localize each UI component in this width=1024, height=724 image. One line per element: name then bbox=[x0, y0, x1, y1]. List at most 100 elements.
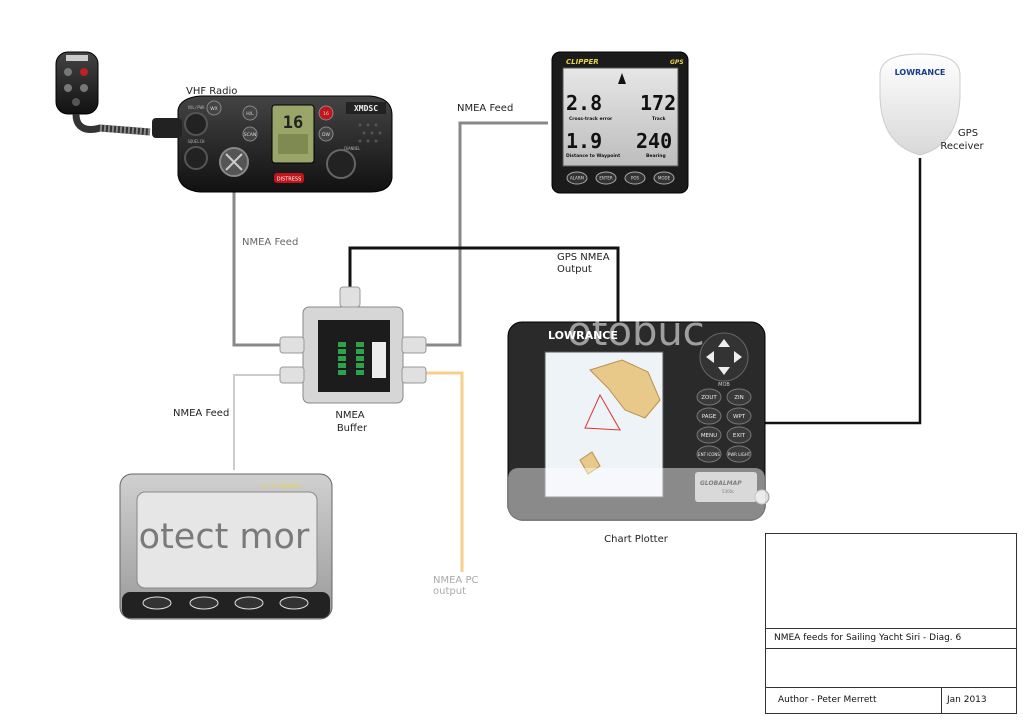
plotter-button[interactable] bbox=[726, 426, 752, 444]
pc-output-label-line2: output bbox=[433, 586, 466, 597]
gps-output-label-line1: GPS NMEA bbox=[557, 252, 610, 263]
cable-gland-left-top bbox=[279, 336, 305, 354]
radar-soft-key-1[interactable] bbox=[142, 596, 172, 610]
cable-gps-to-plotter bbox=[765, 158, 922, 425]
radar-button-bar bbox=[122, 592, 330, 618]
instrument-lcd bbox=[562, 67, 679, 167]
title-block: NMEA feeds for Sailing Yacht Siri - Diag… bbox=[765, 533, 1017, 714]
channel-knob-label: CHANNEL bbox=[344, 146, 361, 151]
cable-radar-to-buffer bbox=[233, 374, 300, 470]
instrument-button[interactable] bbox=[624, 171, 646, 185]
channel-knob-icon[interactable] bbox=[326, 149, 356, 179]
gps-output-label-line2: Output bbox=[557, 264, 592, 275]
plotter-button[interactable] bbox=[696, 388, 722, 406]
bearing-value: 240 bbox=[636, 129, 672, 153]
cord-coils-icon bbox=[99, 124, 151, 136]
pc-output-label-line1: NMEA PC bbox=[433, 575, 478, 586]
land-mass-icon bbox=[589, 359, 661, 419]
cable-plotter-to-buffer bbox=[348, 246, 620, 322]
island-icon bbox=[579, 451, 601, 475]
radar-watermark: otect mor bbox=[139, 517, 310, 557]
plotter-button-label: EXIT bbox=[733, 433, 746, 439]
cable-gland-left-bottom bbox=[279, 366, 305, 384]
instrument-feed-label: NMEA Feed bbox=[457, 103, 513, 114]
heading-pointer-icon bbox=[618, 73, 626, 84]
plotter-button[interactable] bbox=[696, 407, 722, 425]
vhf-button-label: WX bbox=[210, 106, 218, 112]
drawing-title: NMEA feeds for Sailing Yacht Siri - Diag… bbox=[766, 628, 1016, 649]
ais-radar: A.I.S. RADAR otect mor bbox=[119, 473, 333, 620]
chart-plotter-label: Chart Plotter bbox=[604, 534, 669, 545]
vhf-button-label: SCAN bbox=[244, 132, 256, 138]
plotter-direction-pad-icon[interactable] bbox=[699, 332, 749, 382]
radar-feed-label: NMEA Feed bbox=[173, 408, 229, 419]
plotter-button[interactable] bbox=[726, 388, 752, 406]
gps-receiver-label-line2: Receiver bbox=[940, 141, 984, 152]
plotter-model-sub: 5300c bbox=[722, 489, 734, 494]
plotter-card-slot-knob-icon[interactable] bbox=[754, 489, 770, 505]
plotter-button[interactable] bbox=[726, 407, 752, 425]
vhf-button[interactable] bbox=[318, 126, 334, 142]
vhf-button-label: 16 bbox=[323, 111, 329, 117]
gps-instrument: CLIPPER GPS 2.8 Cross-track error 172 Tr… bbox=[551, 51, 689, 194]
handset-key-icon bbox=[64, 84, 72, 92]
nmea-buffer: NMEA Buffer bbox=[279, 286, 427, 434]
squelch-knob-icon[interactable] bbox=[184, 146, 208, 170]
vhf-button[interactable] bbox=[206, 100, 222, 116]
xte-value: 2.8 bbox=[566, 91, 602, 115]
plotter-button-label: WPT bbox=[733, 414, 746, 420]
radar-soft-key-4[interactable] bbox=[279, 596, 309, 610]
connection-labels: NMEA Feed NMEA Feed NMEA Feed GPS NMEA O… bbox=[173, 103, 610, 597]
dtw-value: 1.9 bbox=[566, 129, 602, 153]
instrument-button-label: ENTER bbox=[599, 176, 612, 181]
bearing-label: Bearing bbox=[646, 153, 666, 159]
plotter-button[interactable] bbox=[696, 445, 722, 463]
distress-button[interactable] bbox=[274, 173, 304, 183]
instrument-button-label: MODE bbox=[658, 176, 671, 181]
title-block-notes-area bbox=[766, 649, 1016, 688]
instrument-button[interactable] bbox=[595, 171, 617, 185]
vhf-mount-bracket bbox=[152, 118, 182, 138]
plotter-button-label: ZOUT bbox=[701, 395, 717, 401]
radar-soft-key-2[interactable] bbox=[189, 596, 219, 610]
plotter-button-label: ZIN bbox=[734, 395, 744, 401]
vhf-radio-label: VHF Radio bbox=[186, 86, 237, 97]
cable-instrument-to-buffer bbox=[420, 121, 548, 347]
vhf-button[interactable] bbox=[318, 105, 334, 121]
plotter-button-label: ENT ICONS bbox=[698, 452, 720, 457]
plotter-watermark: otobuc bbox=[567, 309, 704, 355]
instrument-button[interactable] bbox=[566, 171, 588, 185]
xte-label: Cross-track error bbox=[569, 116, 613, 122]
arrow-keys-icon bbox=[706, 339, 742, 375]
plotter-lower-veil bbox=[508, 468, 765, 520]
vhf-brand: XMDSC bbox=[354, 104, 378, 113]
handset-key-icon bbox=[80, 84, 88, 92]
handset-label-plate bbox=[66, 55, 88, 61]
radar-screen bbox=[136, 491, 318, 589]
vhf-button[interactable] bbox=[242, 105, 258, 121]
cable-radio-to-buffer bbox=[232, 192, 300, 347]
drawing-date: Jan 2013 bbox=[947, 695, 987, 705]
handset-key-icon bbox=[80, 68, 88, 76]
plotter-button[interactable] bbox=[726, 445, 752, 463]
radar-soft-key-3[interactable] bbox=[234, 596, 264, 610]
cable-gland-right-top bbox=[401, 336, 427, 354]
volume-knob-icon[interactable] bbox=[184, 112, 208, 136]
cable-pc-output bbox=[420, 371, 464, 572]
vhf-button[interactable] bbox=[242, 126, 258, 142]
drawing-author: Author - Peter Merrett bbox=[766, 687, 942, 714]
instrument-button[interactable] bbox=[653, 171, 675, 185]
instrument-button-label: POS bbox=[631, 176, 640, 181]
vhf-button-label: H/L bbox=[246, 111, 254, 117]
buffer-terminal-block-icon bbox=[338, 342, 364, 375]
radar-brand: A.I.S. RADAR bbox=[262, 483, 300, 490]
plotter-model: GLOBALMAP bbox=[700, 480, 742, 487]
cross-icon bbox=[225, 153, 243, 171]
cables bbox=[232, 121, 922, 572]
plotter-button-label: MENU bbox=[701, 433, 717, 439]
plotter-button[interactable] bbox=[696, 426, 722, 444]
title-block-blank-area bbox=[766, 534, 1016, 629]
